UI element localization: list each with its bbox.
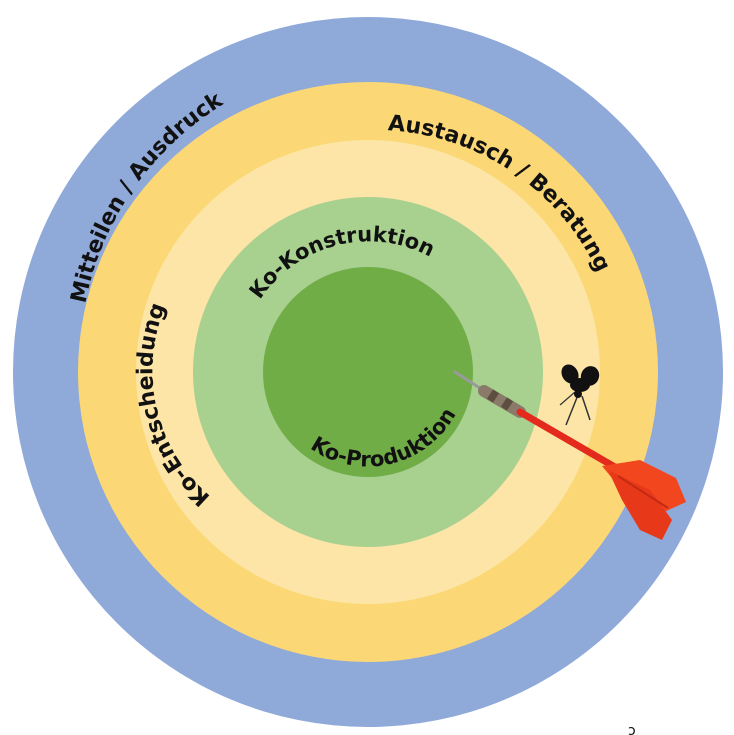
fly-icon <box>559 364 600 426</box>
dart-icon <box>453 370 686 540</box>
corner-mark: ɔ <box>628 723 636 735</box>
ring-ko-produktion <box>263 267 473 477</box>
